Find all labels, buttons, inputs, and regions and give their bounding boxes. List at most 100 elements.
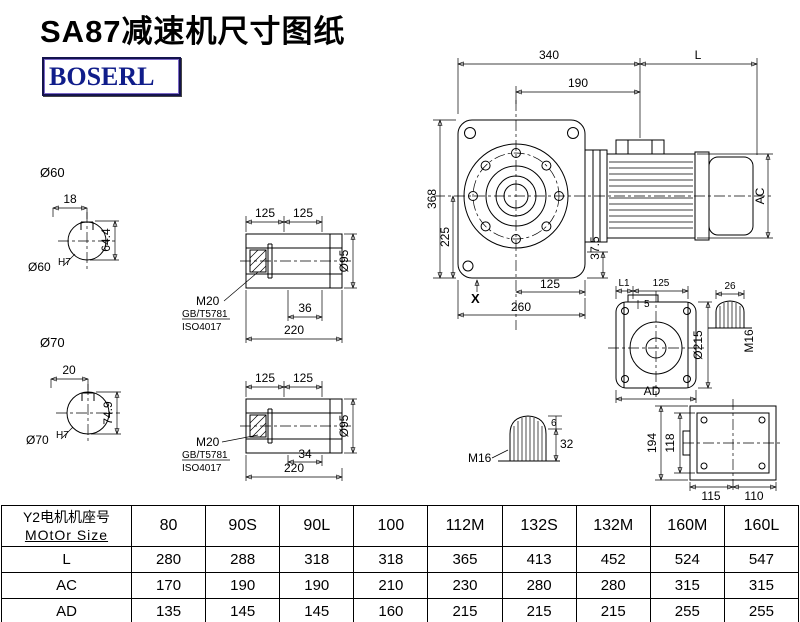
- label-d60: Ø60: [40, 165, 65, 180]
- housing-outline: [457, 119, 586, 279]
- leader-line: [221, 434, 259, 443]
- shaft-end-dome: [509, 415, 547, 462]
- rear-view: 194 118 115 110: [645, 399, 783, 503]
- bolt-hole: [480, 160, 491, 171]
- brand-logo-box: BOSERL: [42, 57, 181, 96]
- dim-d95: Ø95: [337, 249, 351, 272]
- motor-size-header-en: MOtOr Size: [24, 527, 109, 543]
- shaft-section-60: Ø60 18 64.4 Ø60 H7: [28, 165, 119, 274]
- dim-340: 340: [539, 48, 559, 62]
- table-cell: 215: [501, 598, 577, 622]
- table-cell: 215: [575, 598, 651, 622]
- bolt-hatch: [249, 414, 267, 438]
- bolt-hole: [468, 191, 478, 201]
- corner-boss: [464, 127, 476, 139]
- table-cell: 365: [427, 546, 503, 573]
- bolt-hole: [511, 234, 521, 244]
- fit-d70: Ø70: [26, 433, 49, 447]
- table-cell: 145: [279, 598, 355, 622]
- size-col-header: 90S: [205, 505, 281, 547]
- bolt-hole: [700, 416, 708, 424]
- dim-194: 194: [645, 433, 659, 453]
- label-m16: M16: [742, 329, 756, 353]
- page-title: SA87减速机尺寸图纸: [40, 14, 346, 49]
- fit-d60-sup: H7: [58, 257, 71, 268]
- table-cell: 413: [501, 546, 577, 573]
- label-gb: GB/T5781: [182, 450, 228, 461]
- table-cell: 547: [723, 546, 800, 573]
- bolt-hole: [541, 160, 552, 171]
- label-m16: M16: [468, 451, 492, 465]
- dim-32: 32: [560, 437, 574, 451]
- main-front-view: 340 L 190 368 225 37.5 125 260 AC: [425, 48, 773, 330]
- table-row-L: L 280 288 318 318 365 413 452 524 547: [1, 546, 800, 573]
- table-cell: 280: [575, 572, 651, 599]
- bolt-hole: [621, 375, 629, 383]
- table-cell: 315: [723, 572, 800, 599]
- dim-L1: L1: [618, 278, 630, 289]
- dim-125b: 125: [293, 371, 313, 385]
- table-cell: 315: [649, 572, 725, 599]
- side-top-lug: [627, 294, 659, 303]
- bolt-hole: [554, 191, 564, 201]
- dim-125: 125: [653, 278, 670, 289]
- label-m20: M20: [196, 435, 220, 449]
- dim-64-4: 64.4: [99, 228, 113, 252]
- dim-37-5: 37.5: [588, 236, 602, 260]
- bolt-hole: [511, 148, 521, 158]
- dome-hatch: [513, 417, 543, 461]
- bolt-hole: [758, 462, 766, 470]
- flange-circle: [495, 175, 537, 217]
- dim-18: 18: [63, 192, 77, 206]
- table-cell: 255: [649, 598, 725, 622]
- dim-220: 220: [284, 323, 304, 337]
- dim-20: 20: [62, 363, 76, 377]
- dim-6: 6: [551, 418, 557, 429]
- size-col-header: 80: [130, 505, 207, 547]
- dome-hatch: [719, 302, 741, 328]
- label-iso: ISO4017: [182, 463, 222, 474]
- label-m20: M20: [196, 294, 220, 308]
- size-col-header: 160M: [649, 505, 725, 547]
- table-row-AC: AC 170 190 190 210 230 280 280 315 315: [1, 572, 800, 599]
- dim-110: 110: [744, 489, 763, 503]
- bolt-hole: [480, 221, 491, 232]
- bolt-hole: [541, 221, 552, 232]
- dim-260: 260: [511, 300, 531, 314]
- size-col-header: 90L: [279, 505, 355, 547]
- size-col-header: 160L: [723, 505, 800, 547]
- table-cell: 215: [427, 598, 503, 622]
- table-cell: 452: [575, 546, 651, 573]
- bolt-circle: [472, 152, 560, 240]
- table-cell: 288: [205, 546, 281, 573]
- label-X: X: [471, 291, 480, 306]
- table-cell: 524: [649, 546, 725, 573]
- motor-size-header-cell: Y2电机机座号 MOtOr Size: [1, 505, 132, 547]
- dim-125a: 125: [255, 371, 275, 385]
- fit-d60: Ø60: [28, 260, 51, 274]
- table-cell: 190: [205, 572, 281, 599]
- shaft-drawing-b: 125 125 M20 GB/T5781 ISO4017 34 220: [182, 371, 357, 481]
- table-cell: 318: [279, 546, 355, 573]
- label-d70: Ø70: [40, 335, 65, 350]
- table-row-AD: AD 135 145 145 160 215 215 215 255 255: [1, 598, 800, 622]
- size-col-header: 100: [353, 505, 429, 547]
- bolt-hatch: [249, 249, 267, 273]
- motor-size-header-cn: Y2电机机座号: [22, 509, 111, 525]
- bolt-hole: [758, 416, 766, 424]
- dim-AD: AD: [644, 384, 661, 398]
- table-cell: 135: [130, 598, 207, 622]
- bolt-hole: [683, 375, 691, 383]
- dim-34: 34: [298, 447, 312, 461]
- dim-d215: Ø215: [691, 330, 705, 360]
- table-cell: 280: [501, 572, 577, 599]
- table-cell: 230: [427, 572, 503, 599]
- shaft-end-dome: [715, 300, 745, 329]
- fan-cowl: [708, 156, 754, 236]
- dim-225: 225: [438, 227, 452, 247]
- corner-boss: [567, 127, 579, 139]
- size-col-header: 132M: [575, 505, 651, 547]
- row-label: AD: [1, 598, 132, 622]
- leader-line: [60, 426, 74, 440]
